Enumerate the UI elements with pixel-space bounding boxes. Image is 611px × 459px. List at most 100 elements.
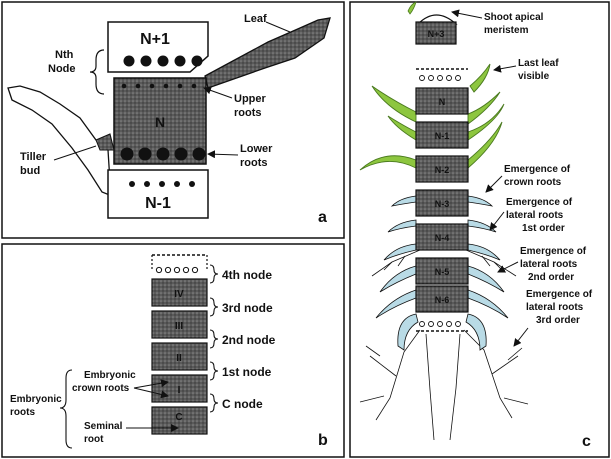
lateral1-label-3: 1st order [522, 223, 565, 234]
nth-node-brace [89, 49, 105, 95]
lower-roots-label-2: roots [240, 157, 268, 169]
segment-iii-label: III [175, 321, 184, 332]
crown-roots-label-1: Emergence of [504, 164, 571, 175]
lateral3-arrow [513, 327, 529, 347]
panel-b: IV III II I C 4th node 3rd node 2nd node… [1, 243, 345, 458]
shoot-stem-segments: N N-1 N-2 N-3 N-4 N-5 N-6 [415, 87, 469, 313]
tiller-bud-shape [95, 133, 115, 151]
lateral1-label-2: lateral roots [506, 210, 564, 221]
lower-roots-label-1: Lower [240, 143, 273, 155]
node-label-c: C node [222, 397, 263, 411]
lateral1-label-1: Emergence of [506, 197, 573, 208]
segment-iv-label: IV [174, 289, 184, 300]
segment-iii [151, 310, 208, 339]
crown-roots-arrow [485, 175, 503, 193]
segment-n-4-label: N-4 [435, 233, 450, 243]
leaf-pointer [265, 21, 291, 33]
node-braces [209, 264, 219, 413]
embryonic-roots-label-2: roots [10, 407, 35, 418]
last-leaf-label-1: Last leaf [518, 58, 559, 69]
stem-c-bottom-hollow-dots [419, 321, 461, 327]
last-leaf-arrow [493, 64, 517, 73]
panel-a: N+1 Leaf N Tiller bud N-1 Nth Node [1, 1, 345, 239]
segment-i-label: I [178, 385, 181, 396]
segment-iv [151, 278, 208, 307]
segment-ii [151, 342, 208, 371]
lateral3-label-1: Emergence of [526, 289, 593, 300]
shoot-label-2: meristem [484, 25, 529, 36]
lateral1-arrow [489, 211, 505, 231]
segment-n-plus-3-label: N+3 [428, 29, 445, 39]
segment-n-label: N [439, 97, 446, 107]
segment-n-2 [415, 155, 469, 183]
embryonic-stem-segments: IV III II I C [151, 278, 208, 435]
lateral2-arrow [497, 261, 519, 273]
node-label-3rd: 3rd node [222, 301, 273, 315]
crown-roots-label-2: crown roots [504, 177, 562, 188]
segment-n-1 [415, 121, 469, 149]
segment-n-5-label: N-5 [435, 267, 450, 277]
leaf-shape [204, 17, 331, 89]
seminal-label-2: root [84, 434, 104, 445]
embryonic-roots-label-1: Embryonic [10, 394, 62, 405]
crown-arrow-2 [133, 387, 169, 399]
segment-ii-label: II [176, 353, 182, 364]
lateral2-label-2: lateral roots [520, 259, 578, 270]
segment-n-1-label: N-1 [435, 131, 450, 141]
upper-roots-label-1: Upper [234, 93, 267, 105]
upper-node-dots [123, 55, 203, 67]
node-below-label: N-1 [145, 195, 171, 212]
node-label-4th: 4th node [222, 268, 272, 282]
segment-n-3-label: N-3 [435, 199, 450, 209]
segment-n-4 [415, 223, 469, 251]
segment-n [415, 87, 469, 115]
lateral2-label-1: Emergence of [520, 246, 587, 257]
lateral3-label-3: 3rd order [536, 315, 580, 326]
panel-c-letter: c [582, 433, 591, 450]
panel-b-letter: b [318, 432, 328, 449]
node4-hollow-dots [155, 266, 199, 274]
nth-node-label-1: Nth [55, 49, 74, 61]
tiller-pointer [53, 145, 97, 161]
lower-roots-dots [120, 147, 206, 161]
shoot-arrow [451, 9, 483, 19]
tiller-outline [7, 85, 113, 198]
node-label-1st: 1st node [222, 365, 272, 379]
segment-n-3 [415, 189, 469, 217]
segment-c [151, 406, 208, 435]
upper-roots-dots [121, 83, 197, 89]
leaf-label: Leaf [244, 13, 267, 25]
lateral3-label-2: lateral roots [526, 302, 584, 313]
node-label-2nd: 2nd node [222, 333, 276, 347]
green-leaves [359, 63, 505, 171]
embryonic-crown-label-1: Embryonic [84, 370, 136, 381]
upper-roots-label-2: roots [234, 107, 262, 119]
crown-arrow-1 [133, 379, 169, 389]
segment-n-plus-3 [415, 21, 457, 45]
lateral-root-lines [359, 249, 529, 441]
last-leaf-label-2: visible [518, 71, 550, 82]
upper-roots-arrow [203, 86, 233, 99]
lateral2-label-3: 2nd order [528, 272, 574, 283]
segment-n-6 [415, 285, 469, 313]
lower-node-dots [129, 181, 195, 187]
tiller-label-1: Tiller [20, 151, 47, 163]
segment-n-2-label: N-2 [435, 165, 450, 175]
segment-n-6-label: N-6 [435, 295, 450, 305]
crown-roots [375, 195, 509, 351]
tiller-label-2: bud [20, 165, 40, 177]
shoot-label-1: Shoot apical [484, 12, 544, 23]
nth-node-label-2: Node [48, 63, 76, 75]
panel-a-letter: a [318, 209, 327, 226]
stem-c-hollow-dots [419, 75, 461, 81]
panel-c: N+3 Shoot apical meristem [349, 1, 610, 458]
embryonic-crown-label-2: crown roots [72, 383, 130, 394]
node-above-label: N+1 [140, 31, 170, 48]
apical-leaf-tip [407, 1, 417, 15]
panel-c-frame [349, 1, 610, 458]
segment-c-label: C [175, 412, 182, 423]
lower-roots-arrow [207, 150, 239, 159]
seminal-label-1: Seminal [84, 421, 123, 432]
node-current-label: N [155, 114, 165, 130]
